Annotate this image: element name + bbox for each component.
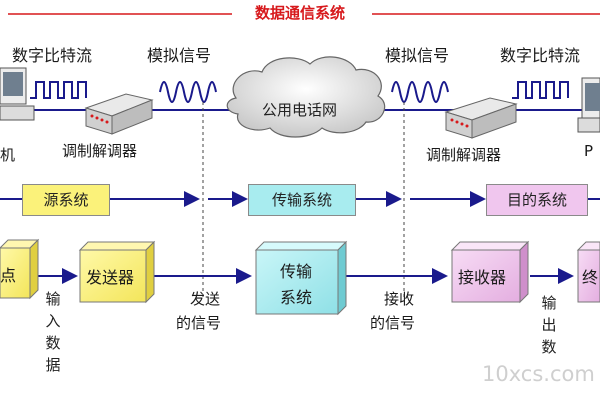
left-digital-waveform: [30, 81, 87, 99]
left-analog-waveform: [159, 81, 217, 103]
public-telephone-network-cloud: [226, 56, 386, 138]
diagram-title: 数据通信系统: [254, 4, 345, 22]
left-computer-label: 机: [0, 146, 16, 164]
receiver-label: 接收器: [458, 268, 507, 287]
left-source-block: [0, 238, 40, 300]
receiver-block: [450, 240, 530, 304]
digital-bitstream-label-right: 数字比特流: [500, 46, 581, 65]
modem-label-left: 调制解调器: [62, 142, 138, 160]
left-computer-icon: [0, 67, 35, 121]
left-block-label: 点: [0, 266, 17, 285]
sent-signal-label-1: 发送: [190, 290, 221, 308]
transmission-block-label-2: 系统: [280, 288, 313, 307]
right-computer-icon: [577, 77, 600, 133]
recv-signal-label-1: 接收: [384, 290, 415, 308]
transmission-block-label-1: 传输: [280, 262, 313, 281]
input-data-label: 输 入 数 据: [45, 290, 61, 374]
right-block-label: 终: [582, 268, 599, 287]
transmitter-label: 发送器: [86, 268, 135, 287]
right-destination-block: [576, 241, 600, 303]
watermark: 10xcs.com: [482, 362, 595, 386]
transmitter-block: [78, 240, 156, 304]
analog-signal-label-left: 模拟信号: [147, 46, 212, 65]
right-modem-icon: [444, 97, 518, 139]
right-analog-waveform: [391, 81, 449, 103]
source-system-box: 源系统: [22, 184, 110, 216]
recv-signal-label-2: 的信号: [370, 314, 416, 332]
transmission-system-box: 传输系统: [248, 184, 356, 216]
output-data-label: 输 出 数: [541, 294, 557, 356]
destination-system-box: 目的系统: [486, 184, 588, 216]
right-computer-label: P: [584, 142, 594, 160]
right-digital-waveform: [512, 81, 569, 99]
modem-label-right: 调制解调器: [426, 146, 502, 164]
digital-bitstream-label-left: 数字比特流: [12, 46, 93, 65]
left-modem-icon: [84, 93, 154, 135]
analog-signal-label-right: 模拟信号: [385, 46, 450, 65]
transmission-system-block: [254, 240, 348, 316]
cloud-label: 公用电话网: [262, 101, 338, 119]
sent-signal-label-2: 的信号: [176, 314, 222, 332]
